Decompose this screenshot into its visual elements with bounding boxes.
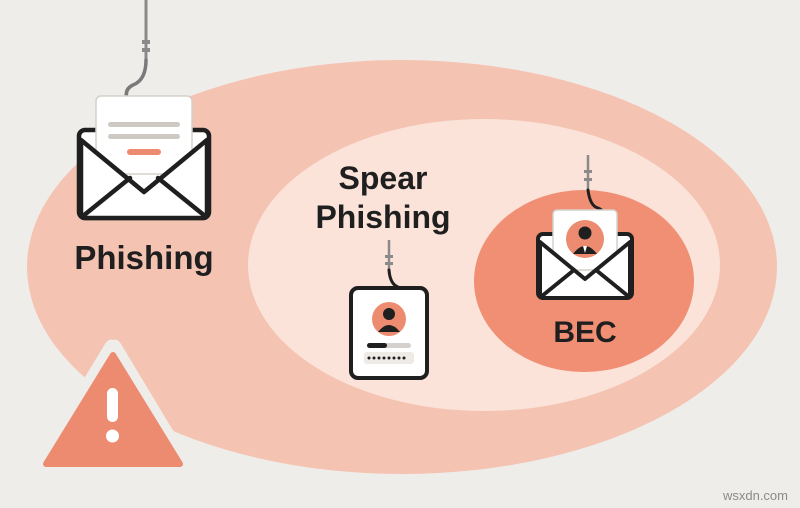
warning-triangle-icon — [32, 339, 193, 470]
bec-label: BEC — [553, 316, 616, 349]
envelope-with-letter-on-hook-icon — [76, 0, 212, 221]
id-badge-on-hook-icon — [349, 240, 429, 380]
phishing-label: Phishing — [74, 239, 213, 276]
spear-phishing-label-line-2: Phishing — [315, 199, 450, 235]
envelope-with-profile-on-hook-icon — [536, 155, 634, 300]
watermark: wsxdn.com — [722, 488, 788, 503]
spear-phishing-label-line-1: Spear — [339, 160, 428, 196]
